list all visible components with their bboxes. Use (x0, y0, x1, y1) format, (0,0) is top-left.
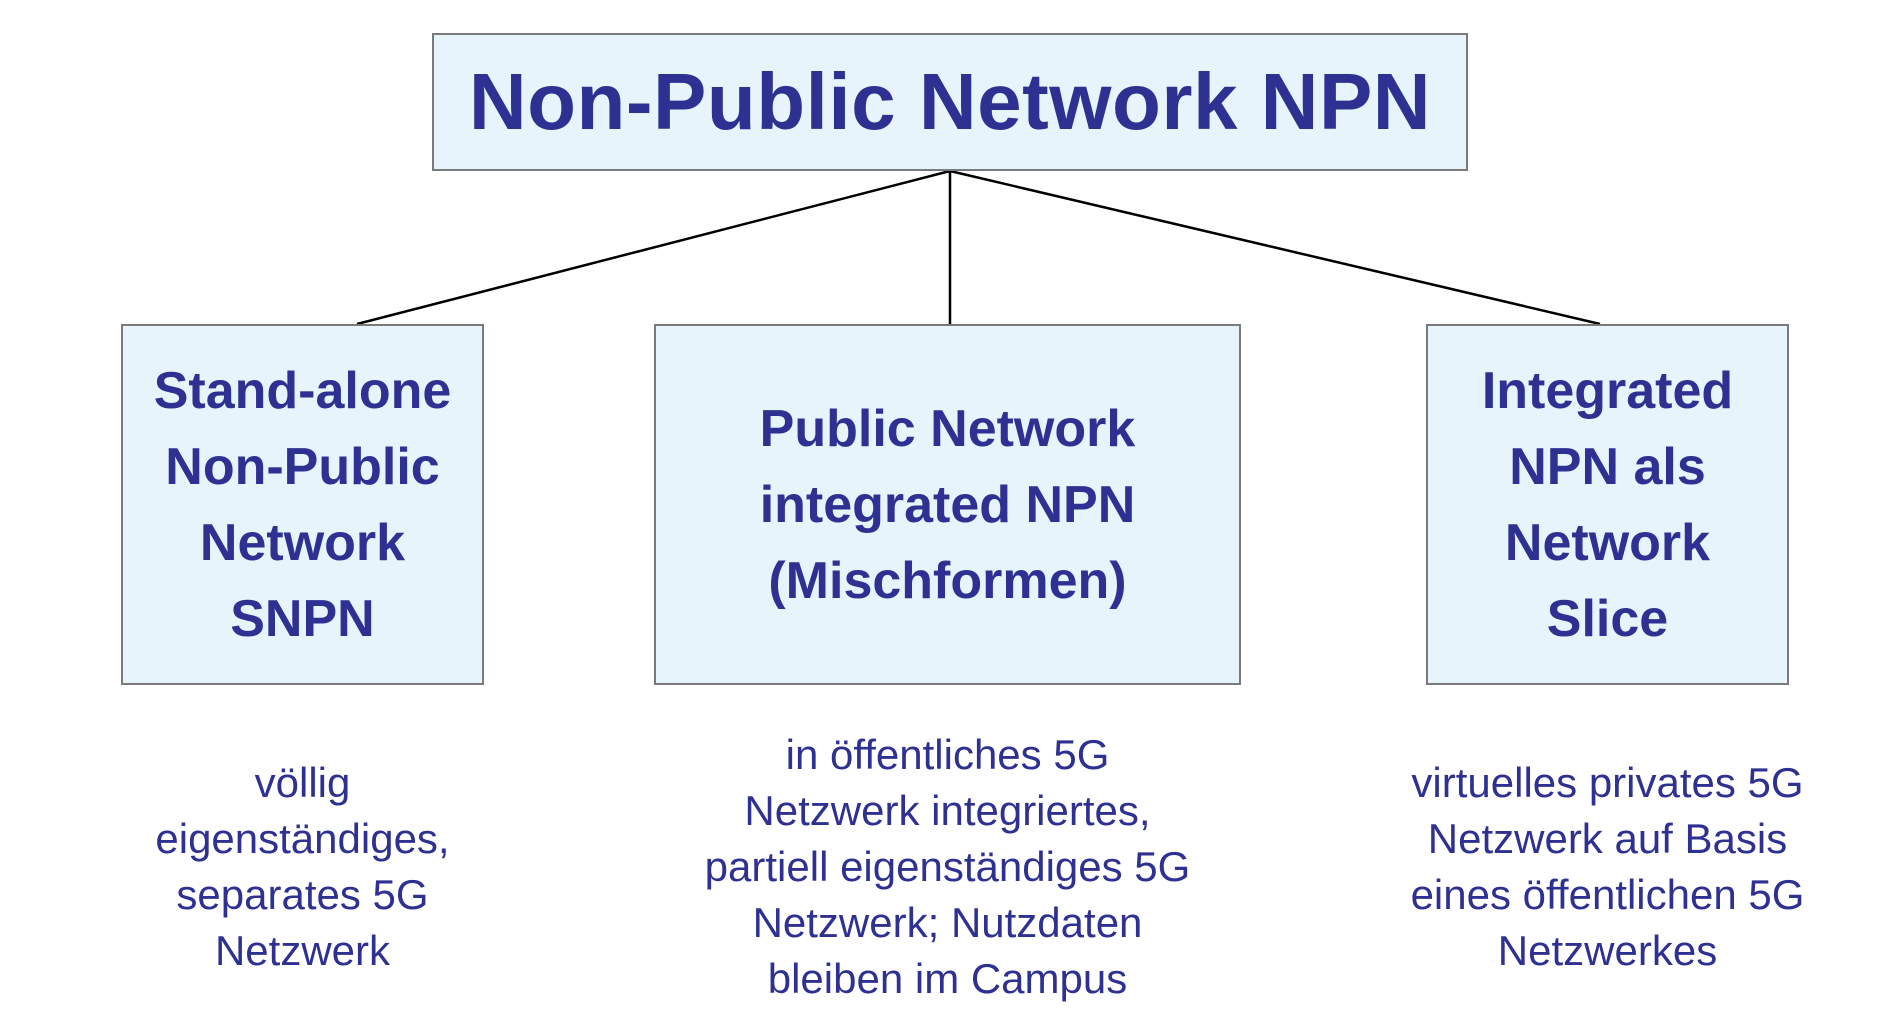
node-snpn-label: Stand-alone Non-Public Network SNPN (153, 361, 452, 648)
connector-root-to-right (949, 169, 1601, 326)
node-network-slice: Integrated NPN als Network Slice (1426, 324, 1789, 685)
node-pni-npn: Public Network integrated NPN (Mischform… (654, 324, 1241, 685)
description-network-slice: virtuelles privates 5G Netzwerk auf Basi… (1410, 759, 1805, 974)
connector-root-to-left (356, 169, 951, 326)
node-pni-npn-label: Public Network integrated NPN (Mischform… (759, 399, 1136, 610)
root-node: Non-Public Network NPN (432, 33, 1468, 171)
description-pni-npn: in öffentliches 5G Netzwerk integriertes… (704, 731, 1191, 1002)
description-snpn: völlig eigenständiges, separates 5G Netz… (155, 759, 450, 974)
root-node-label: Non-Public Network NPN (468, 57, 1432, 146)
node-snpn: Stand-alone Non-Public Network SNPN (121, 324, 484, 685)
node-network-slice-label: Integrated NPN als Network Slice (1481, 361, 1734, 648)
